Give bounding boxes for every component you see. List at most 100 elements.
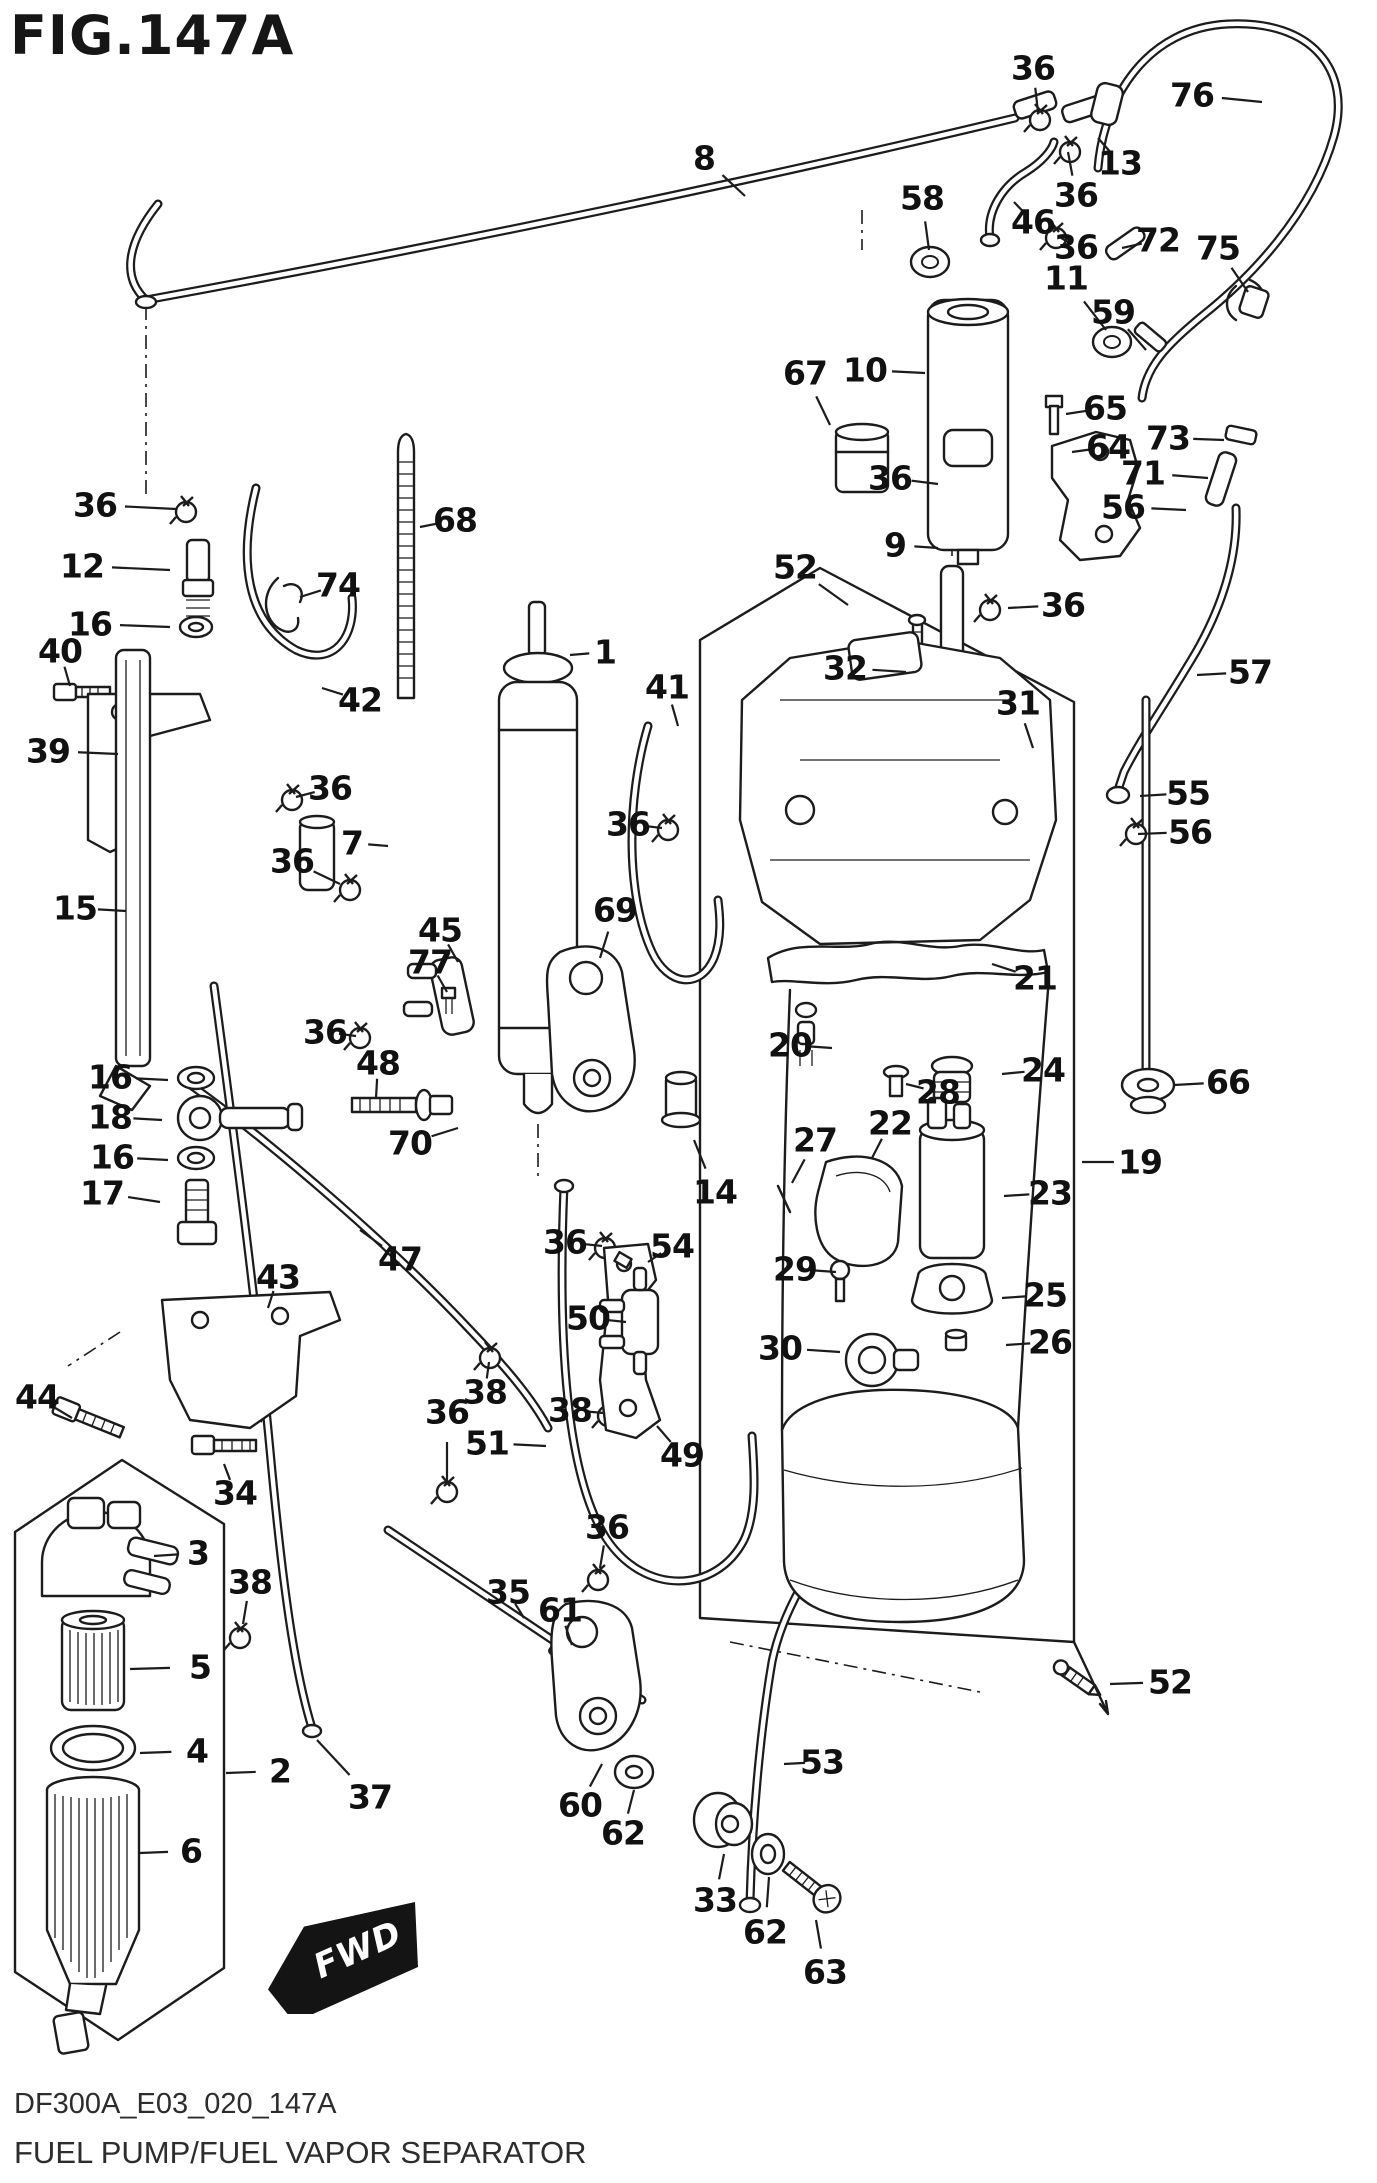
part-label-43: 43: [256, 1257, 301, 1297]
leader-line-75: [1230, 267, 1249, 293]
part-label-36: 36: [1054, 175, 1099, 215]
pump-bracket-and-fittings: [1044, 321, 1258, 562]
leader-line-63: [814, 1919, 823, 1949]
part-label-33: 33: [693, 1880, 738, 1920]
leader-line-29: [813, 1269, 837, 1274]
part-label-40: 40: [38, 631, 83, 671]
part-label-38: 38: [548, 1390, 593, 1430]
leader-line-56: [1151, 507, 1187, 512]
leader-line-36: [1007, 605, 1039, 610]
leader-line-58: [924, 221, 931, 251]
leader-line-31: [1023, 722, 1035, 749]
leader-line-17: [127, 1195, 161, 1204]
part-label-9: 9: [884, 525, 907, 565]
leader-line-12: [111, 566, 171, 572]
leader-line-36: [581, 1242, 603, 1248]
leader-line-46: [1013, 201, 1026, 214]
leader-line-2: [225, 1770, 256, 1775]
leader-line-30: [806, 1348, 841, 1354]
leader-line-73: [1193, 437, 1225, 442]
part-label-26: 26: [1028, 1322, 1073, 1362]
part-label-8: 8: [693, 138, 716, 178]
leader-line-74: [299, 589, 322, 599]
separator-detail-box: [698, 566, 1076, 1644]
leader-line-32: [872, 668, 907, 674]
leader-line-56: [1137, 831, 1167, 836]
part-label-1: 1: [594, 632, 617, 672]
part-label-28: 28: [916, 1072, 961, 1112]
leader-line-36: [643, 824, 663, 830]
leader-line-23: [1003, 1193, 1030, 1198]
left-column-hardware: [52, 538, 304, 1246]
part-label-20: 20: [768, 1025, 813, 1065]
leader-line-15: [97, 908, 127, 913]
vapor-separator-assembly: [660, 631, 1058, 1624]
leader-line-52: [1109, 1681, 1144, 1686]
leader-line-36: [295, 790, 315, 799]
part-label-4: 4: [186, 1731, 209, 1771]
leader-line-34: [222, 1463, 232, 1481]
leader-line-54: [647, 1252, 662, 1263]
leader-line-26: [1005, 1342, 1031, 1347]
leader-line-38: [485, 1361, 491, 1379]
part-label-16: 16: [90, 1137, 135, 1177]
part-label-23: 23: [1028, 1173, 1073, 1213]
leader-line-77: [436, 974, 448, 993]
part-label-36: 36: [303, 1012, 348, 1052]
part-label-36: 36: [425, 1392, 470, 1432]
part-label-7: 7: [341, 823, 364, 863]
part-label-13: 13: [1098, 143, 1143, 183]
part-label-74: 74: [316, 565, 361, 605]
leader-line-33: [717, 1853, 726, 1880]
part-label-36: 36: [308, 768, 353, 808]
fwd-direction-marker: FWD: [268, 1902, 418, 2014]
part-label-67: 67: [783, 353, 828, 393]
leader-line-67: [815, 395, 831, 426]
part-label-34: 34: [213, 1473, 258, 1513]
leader-line-51: [513, 1443, 547, 1448]
part-label-2: 2: [269, 1751, 292, 1791]
part-label-72: 72: [1136, 220, 1181, 260]
part-label-36: 36: [73, 485, 118, 525]
part-label-38: 38: [463, 1372, 508, 1412]
strap-clip-tee: [264, 432, 475, 1122]
part-label-16: 16: [68, 604, 113, 644]
leader-line-36: [1057, 235, 1069, 243]
leader-line-60: [588, 1763, 603, 1788]
part-label-53: 53: [800, 1742, 845, 1782]
part-label-41: 41: [645, 667, 690, 707]
leader-line-39: [77, 751, 119, 756]
part-label-73: 73: [1146, 418, 1191, 458]
part-label-31: 31: [996, 683, 1041, 723]
part-label-3: 3: [187, 1533, 210, 1573]
leader-line-57: [1196, 672, 1227, 677]
part-label-12: 12: [60, 546, 105, 586]
part-label-55: 55: [1166, 773, 1211, 813]
part-label-62: 62: [743, 1912, 788, 1952]
leader-line-36: [598, 1545, 605, 1569]
figure-title: FIG.147A: [10, 4, 295, 67]
part-label-22: 22: [868, 1103, 913, 1143]
leader-line-5: [129, 1666, 171, 1671]
leader-line-45: [447, 943, 459, 963]
leader-line-68: [419, 522, 440, 529]
part-label-75: 75: [1196, 228, 1241, 268]
part-label-36: 36: [1054, 227, 1099, 267]
part-label-24: 24: [1021, 1050, 1066, 1090]
leader-line-59: [1127, 328, 1147, 351]
fuel-hoses: [126, 19, 1343, 1914]
leader-line-18: [133, 1117, 163, 1122]
part-label-69: 69: [593, 890, 638, 930]
part-label-5: 5: [189, 1647, 212, 1687]
leader-line-8: [721, 174, 746, 197]
filter-detail-box: [13, 1458, 226, 2042]
leader-line-3: [153, 1553, 179, 1558]
part-label-56: 56: [1101, 487, 1146, 527]
part-label-36: 36: [543, 1222, 588, 1262]
part-label-71: 71: [1121, 453, 1166, 493]
leader-line-41: [670, 704, 680, 727]
fuel-filter-assembly: [40, 1496, 180, 2055]
part-label-76: 76: [1170, 75, 1215, 115]
leader-line-16: [136, 1077, 169, 1082]
